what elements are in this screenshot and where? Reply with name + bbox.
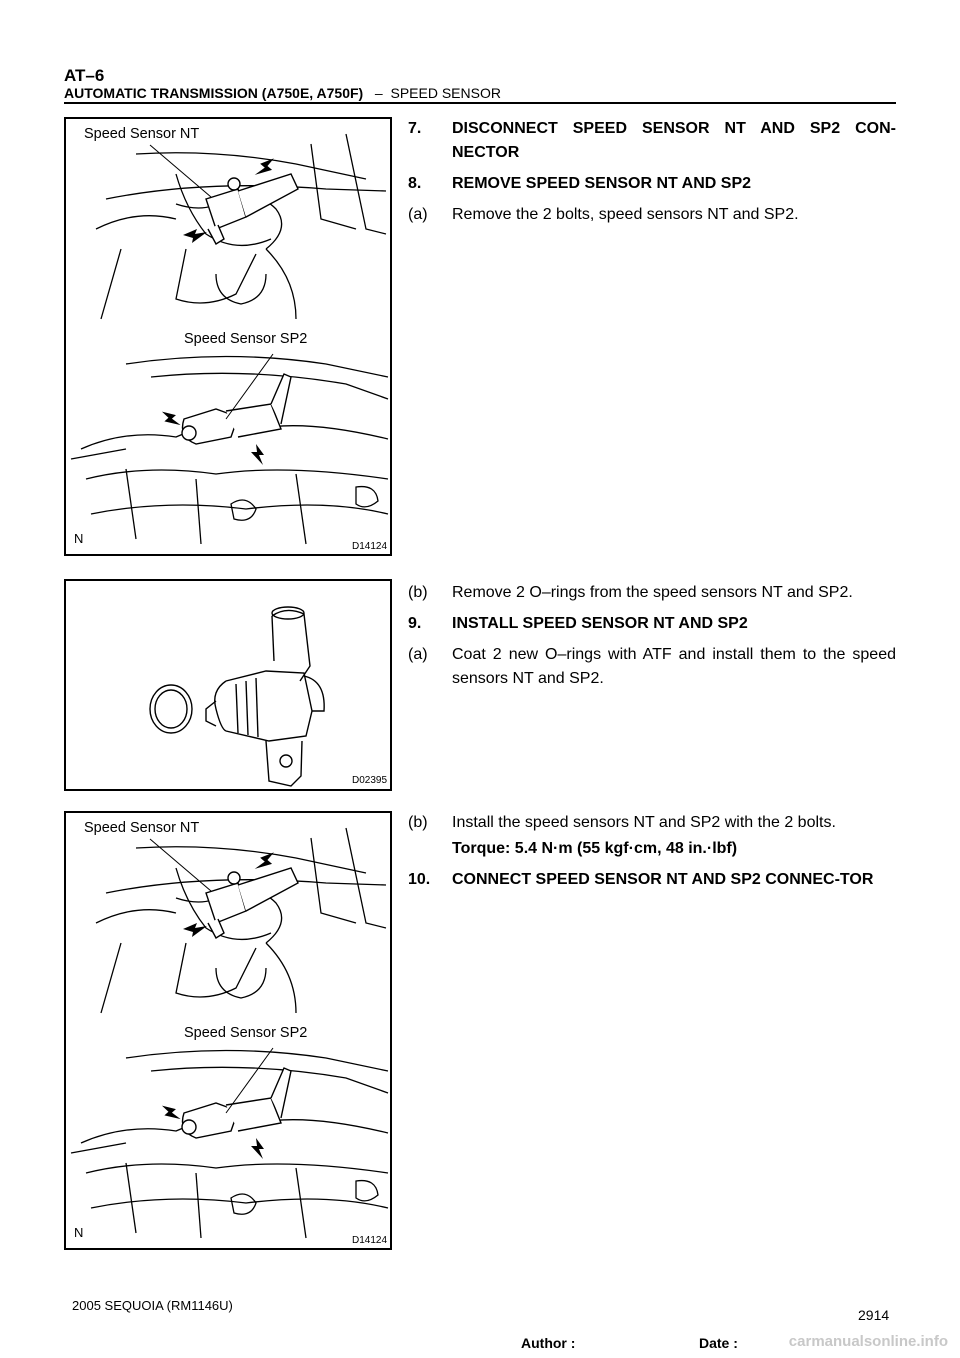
step-number: 10. <box>408 871 431 888</box>
author-label: Author : <box>521 1335 576 1351</box>
step-7: 7. DISCONNECT SPEED SENSOR NT AND SP2 CO… <box>408 117 896 165</box>
step-text: DISCONNECT SPEED SENSOR NT AND SP2 CON-N… <box>452 120 896 161</box>
step-9a: (a) Coat 2 new O–rings with ATF and inst… <box>408 643 896 691</box>
label-speed-sensor-nt: Speed Sensor NT <box>84 126 199 142</box>
label-speed-sensor-nt: Speed Sensor NT <box>84 820 199 836</box>
title-separator: – <box>374 85 383 101</box>
sensor-location-illustration: Speed Sensor NT Speed Sensor SP2 N D1412… <box>70 820 389 1246</box>
procedure-block-connect: (b) Install the speed sensors NT and SP2… <box>408 811 896 899</box>
procedure-block-install: (b) Remove 2 O–rings from the speed sens… <box>408 581 896 698</box>
date-label: Date : <box>699 1335 738 1351</box>
step-text: CONNECT SPEED SENSOR NT AND SP2 CONNEC-T… <box>452 871 874 888</box>
footer-model: 2005 SEQUOIA (RM1146U) <box>72 1298 233 1313</box>
step-9: 9. INSTALL SPEED SENSOR NT AND SP2 <box>408 612 896 636</box>
step-text: Remove 2 O–rings from the speed sensors … <box>452 584 853 601</box>
step-8a: (a) Remove the 2 bolts, speed sensors NT… <box>408 203 896 227</box>
step-8b: (b) Remove 2 O–rings from the speed sens… <box>408 581 896 605</box>
step-number: 7. <box>408 120 422 137</box>
sensor-location-illustration: Speed Sensor NT Speed Sensor SP2 N D1412… <box>70 126 389 552</box>
page-number: 2914 <box>858 1307 890 1323</box>
step-number: (b) <box>408 584 428 601</box>
figure-code: D02395 <box>352 775 387 786</box>
step-text: REMOVE SPEED SENSOR NT AND SP2 <box>452 175 752 192</box>
page-id: AT–6 <box>64 66 105 85</box>
watermark: carmanualsonline.info <box>788 1333 948 1350</box>
header-rule <box>64 102 896 104</box>
step-number: (a) <box>408 646 428 663</box>
label-speed-sensor-sp2: Speed Sensor SP2 <box>184 1025 307 1041</box>
step-text: Coat 2 new O–rings with ATF and install … <box>452 646 896 687</box>
step-number: 8. <box>408 175 422 192</box>
step-9b: (b) Install the speed sensors NT and SP2… <box>408 811 896 835</box>
step-8: 8. REMOVE SPEED SENSOR NT AND SP2 <box>408 172 896 196</box>
figure-sensor-locations-2: Speed Sensor NT Speed Sensor SP2 N D1412… <box>64 811 392 1250</box>
corner-mark: N <box>74 1225 83 1240</box>
torque-spec: Torque: 5.4 N·m (55 kgf·cm, 48 in.·lbf) <box>452 840 738 857</box>
step-10: 10. CONNECT SPEED SENSOR NT AND SP2 CONN… <box>408 868 896 892</box>
label-speed-sensor-sp2: Speed Sensor SP2 <box>184 331 307 347</box>
step-number: (b) <box>408 814 428 831</box>
step-number: 9. <box>408 615 422 632</box>
manual-title: AUTOMATIC TRANSMISSION (A750E, A750F) <box>64 85 364 101</box>
figure-sensor-locations-1: Speed Sensor NT Speed Sensor SP2 N D1412… <box>64 117 392 556</box>
header-title: AUTOMATIC TRANSMISSION (A750E, A750F) – … <box>64 85 501 101</box>
oring-sensor-illustration: D02395 <box>149 606 387 787</box>
step-text: INSTALL SPEED SENSOR NT AND SP2 <box>452 615 748 632</box>
figure-code: D14124 <box>352 1235 387 1246</box>
step-text: Remove the 2 bolts, speed sensors NT and… <box>452 206 799 223</box>
step-text: Install the speed sensors NT and SP2 wit… <box>452 814 836 831</box>
figure-code: D14124 <box>352 541 387 552</box>
step-number: (a) <box>408 206 428 223</box>
corner-mark: N <box>74 531 83 546</box>
section-title: SPEED SENSOR <box>390 85 501 101</box>
figure-oring: D02395 <box>64 579 392 791</box>
procedure-block-remove: 7. DISCONNECT SPEED SENSOR NT AND SP2 CO… <box>408 117 896 234</box>
